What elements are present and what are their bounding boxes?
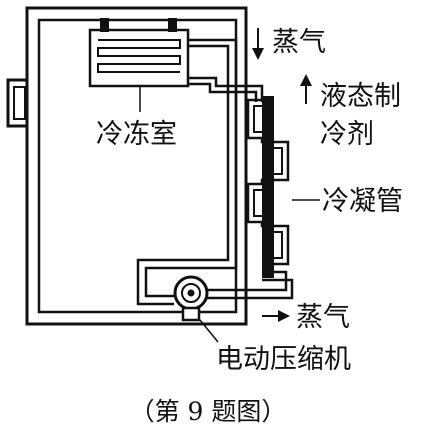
condenser xyxy=(246,96,290,278)
freezer-hangers xyxy=(100,18,177,32)
condenser-tube xyxy=(246,98,290,266)
compressor xyxy=(173,275,209,322)
label-liquid-refrigerant-1: 液态制 xyxy=(320,81,401,112)
label-freezer: 冷冻室 xyxy=(96,119,177,150)
door-handle xyxy=(6,78,27,128)
label-vapor-top: 蒸气 xyxy=(272,27,326,58)
arrow-up-liquid xyxy=(300,74,312,104)
figure-caption: （第 9 题图） xyxy=(130,397,287,426)
leader-lines xyxy=(139,86,320,343)
arrow-down-vapor xyxy=(252,28,264,60)
arrow-right-vapor xyxy=(262,310,290,322)
refrigerant-pipes xyxy=(136,38,294,306)
label-vapor-bottom: 蒸气 xyxy=(296,302,350,333)
label-compressor: 电动压缩机 xyxy=(216,344,351,375)
freezer-compartment xyxy=(88,28,190,88)
label-condenser: 冷凝管 xyxy=(322,186,403,217)
label-liquid-refrigerant-2: 冷剂 xyxy=(320,119,374,150)
freezer-coil xyxy=(97,39,181,73)
condenser-plate xyxy=(262,96,274,278)
